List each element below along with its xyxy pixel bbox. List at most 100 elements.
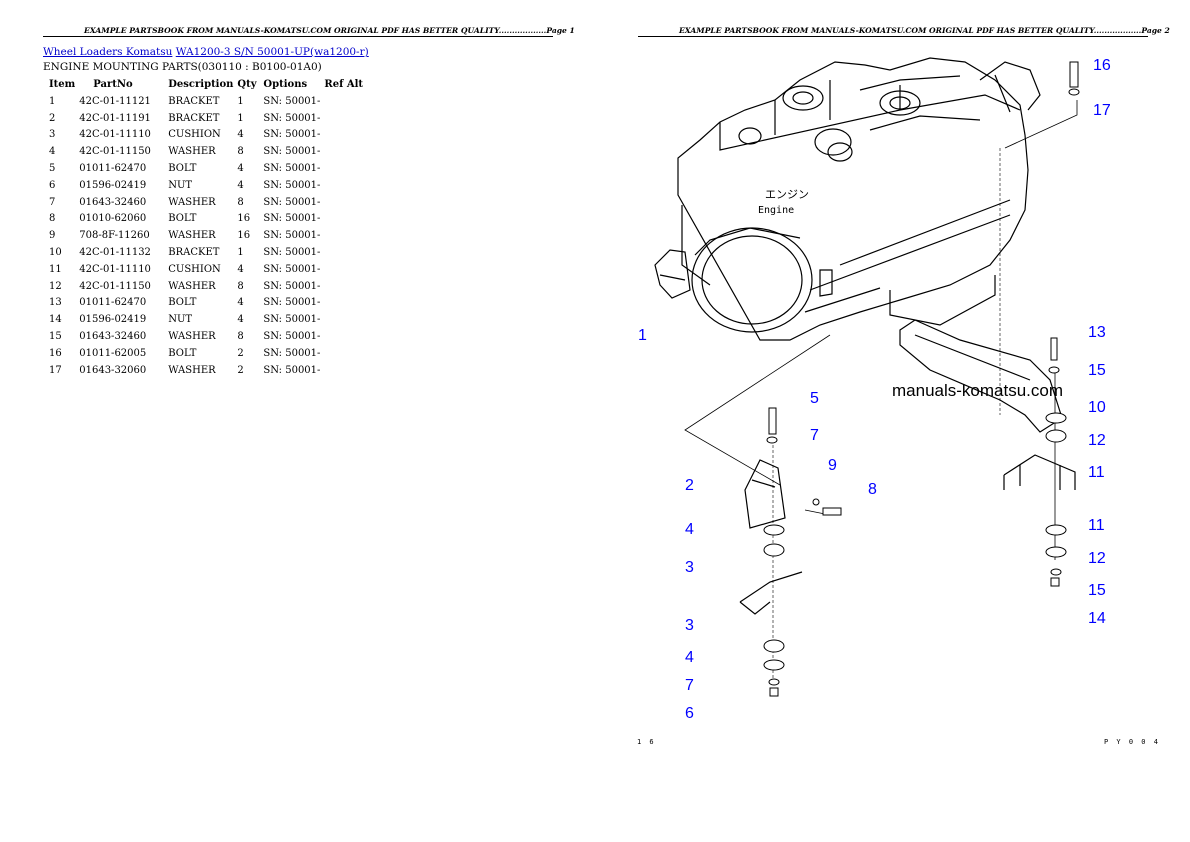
cell-description: BRACKET <box>168 95 220 107</box>
cell-item: 3 <box>49 129 56 141</box>
cell-qty: 2 <box>237 347 244 359</box>
cell-ref-alt <box>322 362 366 379</box>
cell-options: SN: 50001- <box>263 163 321 175</box>
cell-partno: 42C-01-11132 <box>79 247 151 259</box>
cell-item: 17 <box>49 364 62 376</box>
cell-ref-alt <box>322 160 366 177</box>
callout-number: 15 <box>1088 582 1106 599</box>
cell-item: 10 <box>49 247 62 259</box>
cell-description: CUSHION <box>168 263 221 275</box>
callout-number: 3 <box>685 559 694 576</box>
callout-number: 12 <box>1088 432 1106 449</box>
cell-item: 2 <box>49 112 56 124</box>
cell-item: 7 <box>49 196 56 208</box>
page-2: EXAMPLE PARTSBOOK FROM MANUALS-KOMATSU.C… <box>595 0 1190 842</box>
cell-description: BRACKET <box>168 247 220 259</box>
callout-number: 12 <box>1088 550 1106 567</box>
cell-partno: 42C-01-11110 <box>79 263 151 275</box>
cell-item: 11 <box>49 263 62 275</box>
breadcrumb: Wheel Loaders Komatsu WA1200-3 S/N 50001… <box>43 46 369 58</box>
page-header: EXAMPLE PARTSBOOK FROM MANUALS-KOMATSU.C… <box>84 26 575 35</box>
cell-partno: 42C-01-11121 <box>79 95 151 107</box>
watermark: manuals-komatsu.com <box>892 381 1063 400</box>
cell-item: 4 <box>49 146 56 158</box>
cell-qty: 8 <box>237 280 244 292</box>
cell-options: SN: 50001- <box>263 364 321 376</box>
cell-item: 1 <box>49 95 56 107</box>
callout-number: 4 <box>685 649 694 666</box>
cell-description: BOLT <box>168 163 197 175</box>
cell-ref-alt <box>322 194 366 211</box>
col-header-options: Options <box>263 79 308 90</box>
cell-partno: 01643-32060 <box>79 364 147 376</box>
breadcrumb-link-model[interactable]: WA1200-3 S/N 50001-UP(wa1200-r) <box>175 46 369 58</box>
cell-qty: 8 <box>237 146 244 158</box>
cell-description: NUT <box>168 179 193 191</box>
cell-qty: 4 <box>237 263 244 275</box>
col-header-ref-alt: Ref Alt <box>324 79 364 90</box>
callout-number: 11 <box>1088 517 1105 534</box>
cell-partno: 42C-01-11150 <box>79 146 151 158</box>
cell-item: 5 <box>49 163 56 175</box>
cell-description: BRACKET <box>168 112 220 124</box>
cell-description: WASHER <box>168 230 216 242</box>
cell-item: 14 <box>49 314 62 326</box>
cell-ref-alt <box>322 177 366 194</box>
cell-partno: 42C-01-11110 <box>79 129 151 141</box>
cell-ref-alt <box>322 227 366 244</box>
cell-item: 16 <box>49 347 62 359</box>
cell-partno: 01011-62470 <box>79 163 147 175</box>
table-row: 17 01643-32060 WASHER 2 SN: 50001- <box>45 362 366 379</box>
cell-options: SN: 50001- <box>263 196 321 208</box>
cell-qty: 8 <box>237 331 244 343</box>
col-header-item: Item <box>49 79 76 90</box>
breadcrumb-link-category[interactable]: Wheel Loaders Komatsu <box>43 46 173 58</box>
footer-right: P Y 0 0 4 <box>1104 738 1160 746</box>
cell-options: SN: 50001- <box>263 347 321 359</box>
cell-qty: 16 <box>237 230 251 242</box>
cell-description: NUT <box>168 314 193 326</box>
cell-qty: 4 <box>237 129 244 141</box>
cell-ref-alt <box>322 261 366 278</box>
callout-number: 2 <box>685 477 694 494</box>
cell-qty: 4 <box>237 179 244 191</box>
callout-number: 7 <box>810 427 819 444</box>
cell-description: WASHER <box>168 364 216 376</box>
cell-options: SN: 50001- <box>263 129 321 141</box>
cell-options: SN: 50001- <box>263 331 321 343</box>
cell-options: SN: 50001- <box>263 179 321 191</box>
cell-qty: 2 <box>237 364 244 376</box>
col-header-qty: Qty <box>237 79 257 90</box>
cell-qty: 4 <box>237 297 244 309</box>
cell-description: BOLT <box>168 213 197 225</box>
callout-number: 10 <box>1088 399 1106 416</box>
callout-number: 11 <box>1088 464 1105 481</box>
cell-options: SN: 50001- <box>263 146 321 158</box>
cell-partno: 01596-02419 <box>79 179 147 191</box>
section-title: ENGINE MOUNTING PARTS(030110 : B0100-01A… <box>43 61 322 73</box>
cell-partno: 01643-32460 <box>79 331 147 343</box>
callout-number: 15 <box>1088 362 1106 379</box>
page-header: EXAMPLE PARTSBOOK FROM MANUALS-KOMATSU.C… <box>679 26 1170 35</box>
callout-number: 6 <box>685 705 694 722</box>
page-1: EXAMPLE PARTSBOOK FROM MANUALS-KOMATSU.C… <box>43 26 575 379</box>
callout-number: 3 <box>685 617 694 634</box>
cell-options: SN: 50001- <box>263 95 321 107</box>
callout-number: 7 <box>685 677 694 694</box>
cell-qty: 1 <box>237 112 244 124</box>
